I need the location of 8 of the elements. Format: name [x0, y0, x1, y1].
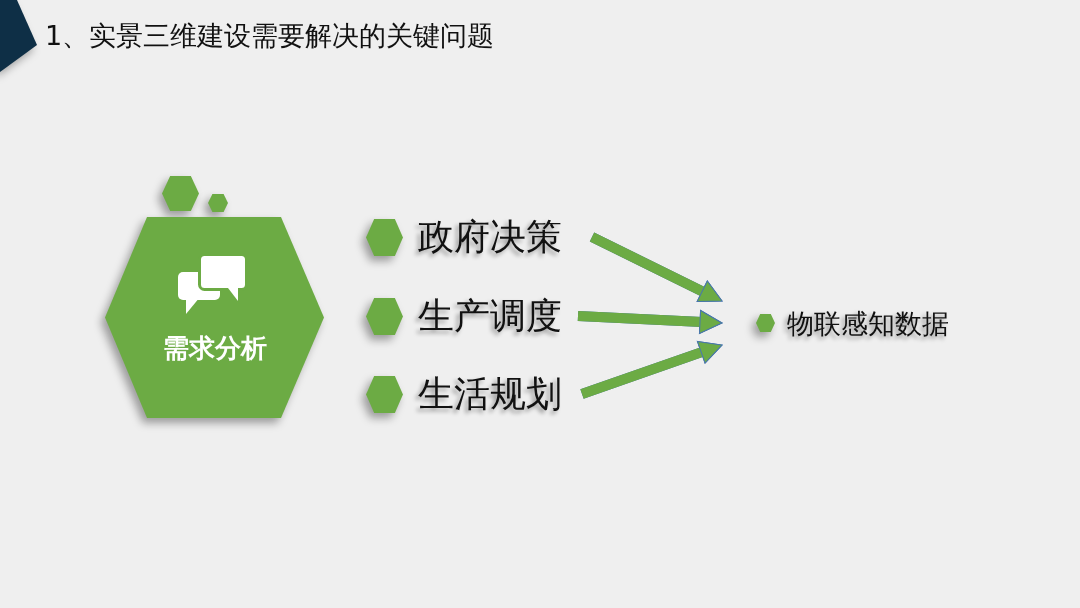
topic-label: 需求分析 [162, 333, 267, 363]
item-label: 生活规划 [418, 373, 562, 415]
target-label: 物联感知数据 [787, 306, 949, 340]
slide-title: 1、实景三维建设需要解决的关键问题 [45, 19, 495, 53]
item-label: 生产调度 [418, 295, 562, 337]
arrow [577, 309, 723, 334]
item-label: 政府决策 [418, 216, 562, 258]
arrow [580, 340, 724, 399]
